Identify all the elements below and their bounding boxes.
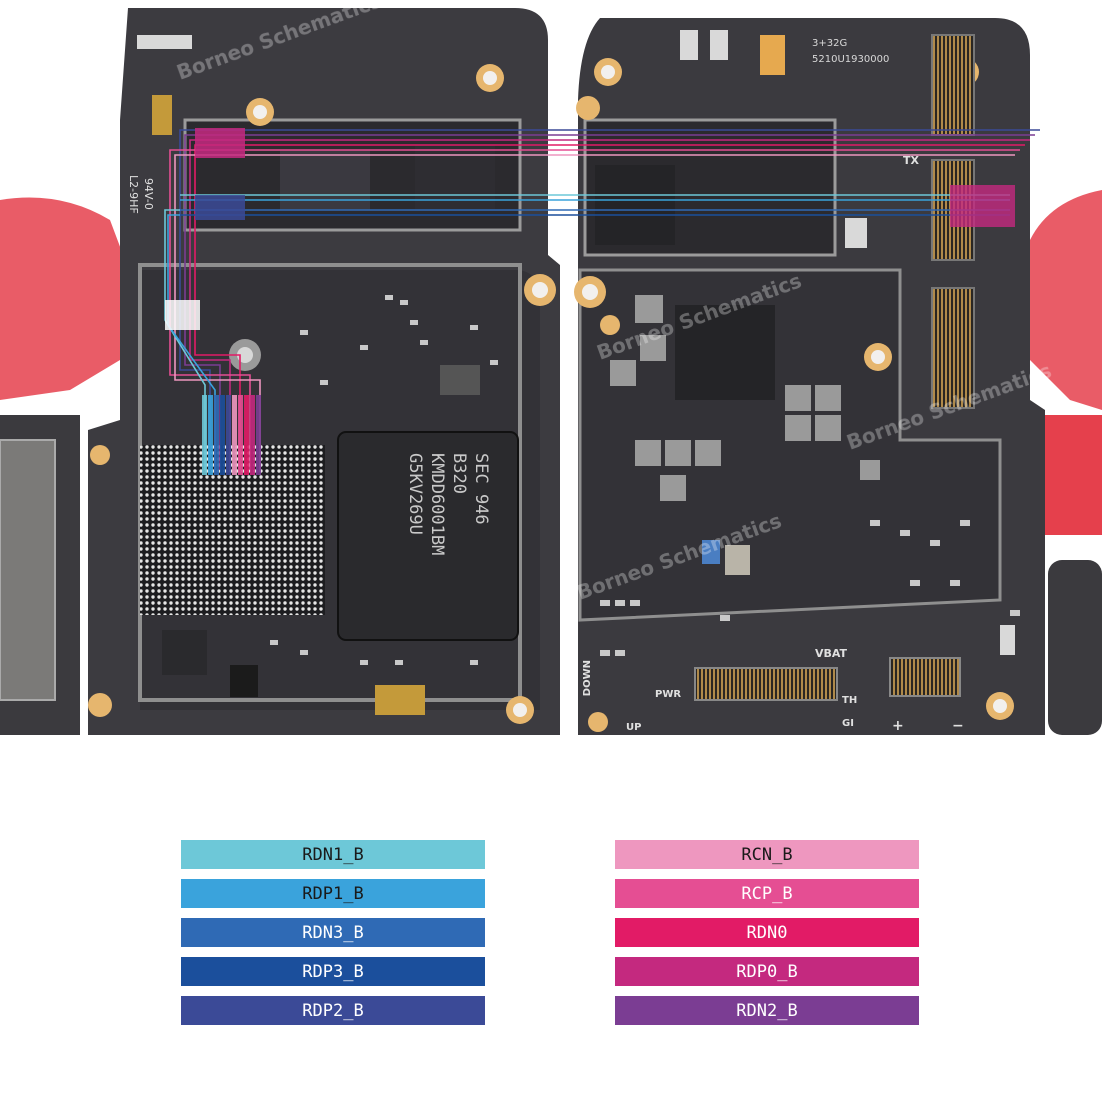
legend-rcp-b: RCP_B: [615, 879, 919, 908]
legend-rdp1-b: RDP1_B: [181, 879, 485, 908]
fpc-connector-lower: [931, 287, 975, 409]
label-minus: −: [952, 718, 964, 734]
legend-rdp0-b: RDP0_B: [615, 957, 919, 986]
legend-label: RDP3_B: [302, 961, 364, 982]
legend-rdn2-b: RDN2_B: [615, 996, 919, 1025]
label-up: UP: [626, 722, 641, 733]
pmic-chip: [675, 305, 775, 400]
silkscreen-board-code: L2-9HF: [127, 175, 140, 214]
label-pwr: PWR: [655, 689, 681, 700]
emmc-chip: [337, 431, 519, 641]
board-serial-label: 5210U1930000: [812, 54, 889, 65]
watermark-logo-left: [0, 197, 140, 400]
legend-label: RDN0: [746, 922, 788, 943]
emmc-marking-2: B320: [449, 453, 469, 494]
emmc-marking-4: G5KV269U: [405, 453, 425, 535]
fpc-connector-top: [931, 34, 975, 136]
silkscreen-fr-rating: 94V-0: [142, 178, 155, 210]
label-gi: GI: [842, 718, 854, 729]
right-board: [574, 18, 1045, 735]
legend-rdn3-b: RDN3_B: [181, 918, 485, 947]
sim-tray: [0, 439, 56, 701]
legend-label: RDP0_B: [736, 961, 798, 982]
memory-config-label: 3+32G: [812, 38, 847, 49]
right-edge-board-fragment: [1048, 560, 1102, 735]
label-plus: +: [892, 718, 904, 734]
trace-routes: [164, 129, 1040, 470]
legend-label: RDN3_B: [302, 922, 364, 943]
legend-label: RDP2_B: [302, 1000, 364, 1021]
legend-label: RCP_B: [741, 883, 793, 904]
legend-label: RCN_B: [741, 844, 793, 865]
label-vbat: VBAT: [815, 647, 848, 660]
label-th: TH: [842, 695, 857, 706]
legend-label: RDN1_B: [302, 844, 364, 865]
emmc-marking-3: KMDD6001BM: [427, 453, 447, 555]
label-tx: TX: [903, 154, 920, 167]
trace-endpoints: [165, 128, 1015, 475]
legend-rdn0: RDN0: [615, 918, 919, 947]
legend-label: RDN2_B: [736, 1000, 798, 1021]
battery-connector: [889, 657, 961, 697]
left-board: [88, 8, 560, 735]
right-edge-red-pad: [1045, 415, 1102, 535]
emmc-marking-1: SEC 946: [471, 453, 491, 525]
legend-rdp2-b: RDP2_B: [181, 996, 485, 1025]
legend-rcn-b: RCN_B: [615, 840, 919, 869]
legend-rdp3-b: RDP3_B: [181, 957, 485, 986]
watermark-logo-right: [1010, 190, 1102, 410]
legend-rdn1-b: RDN1_B: [181, 840, 485, 869]
legend-label: RDP1_B: [302, 883, 364, 904]
fpc-connector-bottom: [694, 667, 838, 701]
label-down: DOWN: [582, 660, 593, 696]
